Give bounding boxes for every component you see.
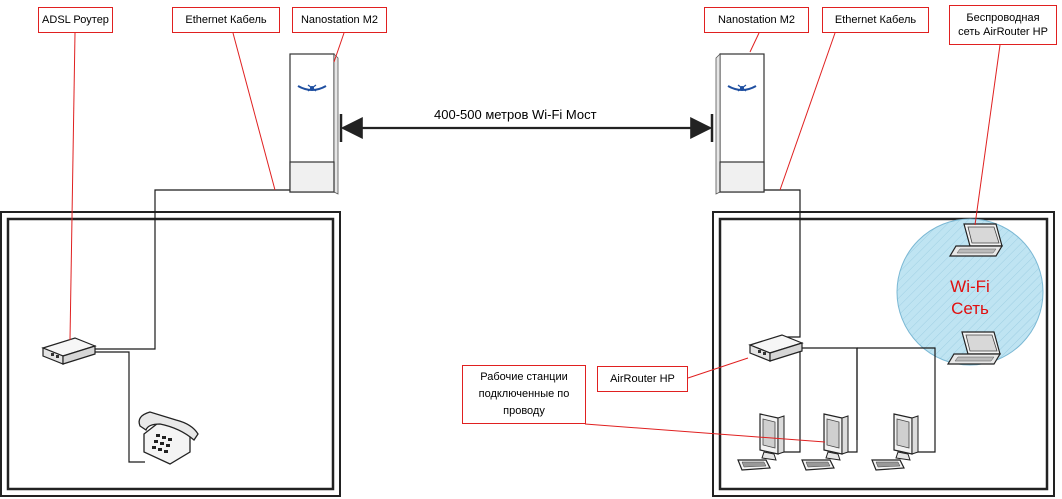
callout-adsl-router: ADSL Роутер <box>38 7 113 33</box>
ubiquiti-logo-icon <box>297 84 327 92</box>
callout-leaders <box>69 32 1001 443</box>
callout-ethernet-right: Ethernet Кабель <box>822 7 929 33</box>
callout-ethernet-left: Ethernet Кабель <box>172 7 280 33</box>
ubiquiti-logo-icon <box>727 84 757 92</box>
nanostation-right <box>715 53 765 195</box>
left-building <box>0 211 341 497</box>
callout-nanostation-right: Nanostation M2 <box>704 7 809 33</box>
bridge-link <box>339 114 714 142</box>
callout-airrouter-wireless: Беспроводная сеть AirRouter HP <box>949 5 1057 45</box>
wifi-label-2: Сеть <box>951 299 989 318</box>
workstation-icon <box>871 413 919 471</box>
workstation-icon <box>737 413 785 471</box>
workstations-label-1: Рабочие станции <box>480 371 568 383</box>
nanostation-left-label: Nanostation M2 <box>300 14 379 26</box>
telephone-icon <box>138 411 199 465</box>
adsl-router-label: ADSL Роутер <box>42 14 109 26</box>
wifi-label-1: Wi-Fi <box>950 277 990 296</box>
nanostation-left <box>289 53 339 195</box>
cables <box>95 189 936 463</box>
callout-workstations: Рабочие станции подключенные по проводу <box>462 365 586 424</box>
callout-nanostation-left: Nanostation M2 <box>292 7 387 33</box>
workstations-label-2: подключенные по <box>478 388 570 400</box>
bridge-label: 400-500 метров Wi-Fi Мост <box>434 107 597 122</box>
workstations-label-3: проводу <box>503 405 545 417</box>
callout-airrouter: AirRouter HP <box>597 366 688 392</box>
wifi-zone <box>896 218 1044 366</box>
airrouter-wireless-label-2: сеть AirRouter HP <box>958 26 1048 38</box>
right-building <box>712 211 1055 497</box>
nanostation-right-label: Nanostation M2 <box>717 14 796 26</box>
adsl-router-icon <box>42 337 96 365</box>
airrouter-wireless-label-1: Беспроводная <box>966 12 1040 24</box>
ethernet-left-label: Ethernet Кабель <box>185 14 267 26</box>
airrouter-label: AirRouter HP <box>610 373 675 385</box>
airrouter-icon <box>749 334 803 362</box>
wifi-network-label: Wi-Fi Сеть <box>935 276 1005 320</box>
ethernet-right-label: Ethernet Кабель <box>834 14 917 26</box>
